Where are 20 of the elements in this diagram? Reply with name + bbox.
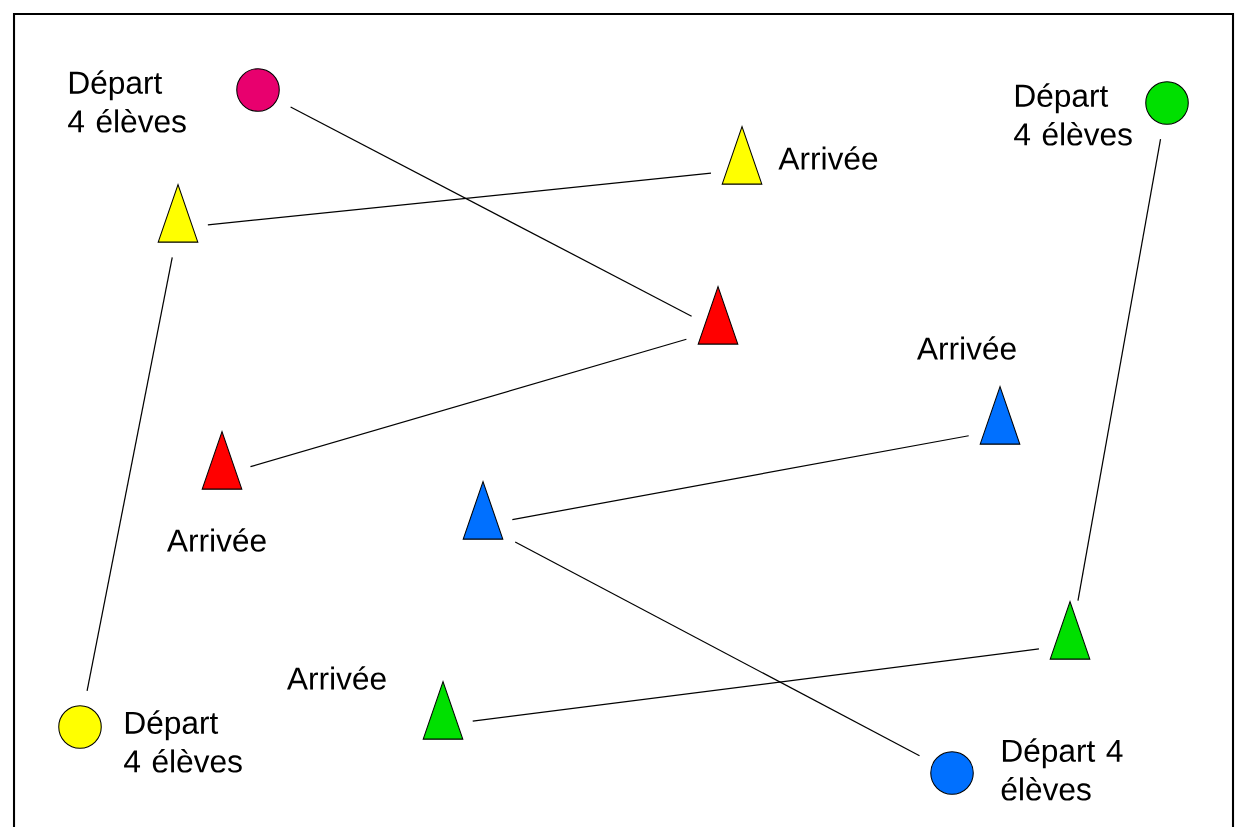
start-circle [58,705,102,749]
start-circle [1145,81,1189,125]
node-caption: Départ 4 élèves [1001,738,1123,801]
node-caption: Départ 4 élèves [124,710,242,773]
start-circle [236,68,280,112]
connector-line [249,338,687,468]
connector-line [511,435,970,521]
node-caption: Arrivée [166,528,266,552]
connector-line [514,541,921,757]
connector-line [290,106,693,317]
node-caption: Arrivée [916,336,1016,360]
connector-line [86,256,173,692]
node-caption: Arrivée [778,146,878,170]
node-caption: Départ 4 élèves [68,70,186,133]
connector-line [207,172,712,226]
connector-line [472,648,1040,722]
connector-line [1077,138,1162,602]
start-circle [930,751,974,795]
node-caption: Départ 4 élèves [1014,83,1132,146]
node-caption: Arrivée [286,666,386,690]
